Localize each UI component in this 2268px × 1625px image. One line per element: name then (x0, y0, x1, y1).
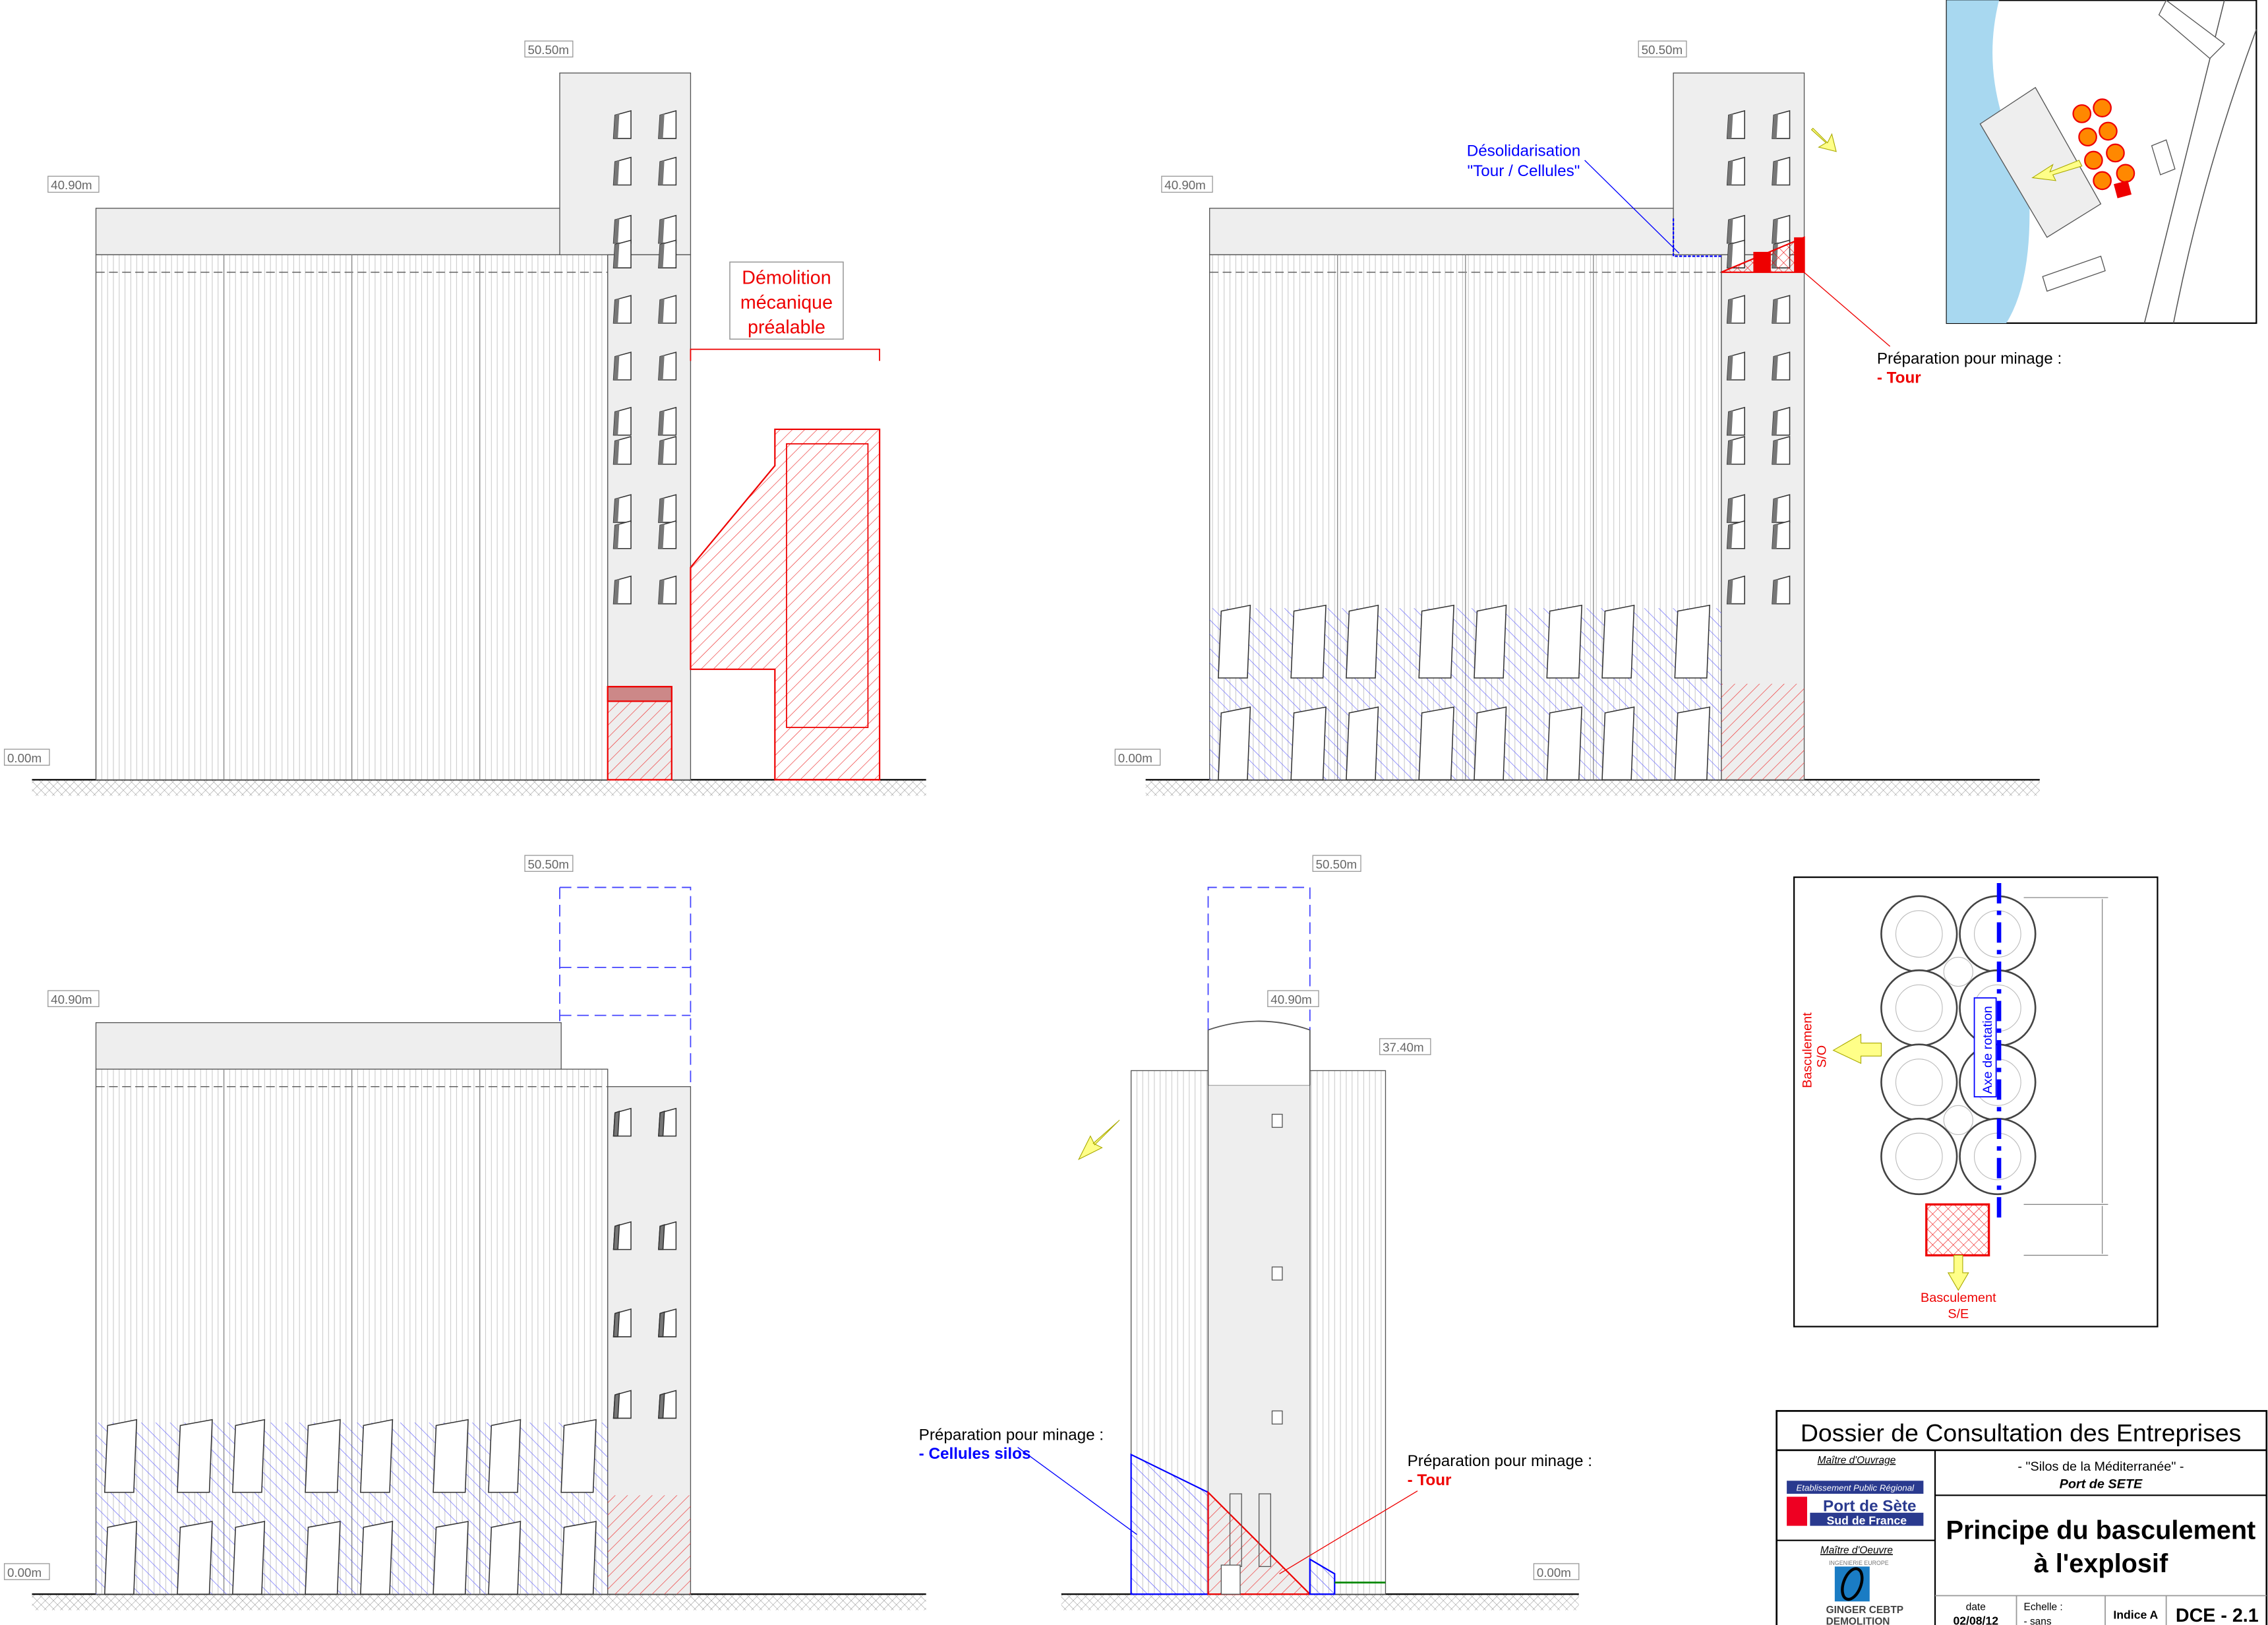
roof-gallery (95, 208, 609, 255)
desolidarisation-label: Désolidarisation (1467, 142, 1581, 160)
level-marker-roof: 40.90m (51, 178, 92, 192)
tilt-arrow-icon (1810, 127, 1837, 152)
tilt-so-label: S/O (1815, 1045, 1830, 1068)
revision-index: Indice A (2113, 1609, 2158, 1622)
level-marker-ground: 0.00m (1118, 751, 1152, 765)
level-marker-top: 50.50m (527, 857, 569, 871)
prep-cells-label: Préparation pour minage : (919, 1426, 1104, 1444)
elevation-2-preparation: Désolidarisation "Tour / Cellules" Prépa… (1114, 40, 2062, 796)
demolition-zone-conveyor (690, 428, 881, 781)
scale-label: Echelle : (2024, 1602, 2063, 1613)
level-marker-roof: 40.90m (1270, 993, 1311, 1006)
drawing-title: Principe du basculement (1946, 1516, 2256, 1545)
prep-tower-label: Préparation pour minage : (1408, 1452, 1592, 1470)
port-de-sete-logo: Etablissement Public Régional Port de Sè… (1787, 1481, 1924, 1527)
site-map-inset (1946, 0, 2257, 324)
demolition-label-line: Démolition (742, 267, 831, 288)
plan-view-inset: Axe de rotation Basculement S/O Basculem… (1793, 876, 2159, 1328)
svg-text:Port de Sète: Port de Sète (1823, 1498, 1917, 1516)
svg-text:Sud de France: Sud de France (1827, 1514, 1907, 1527)
removed-tower-outline (559, 886, 692, 1087)
title-block: Dossier de Consultation des Entreprises … (1776, 1410, 2268, 1625)
tilt-se-label: Basculement (1921, 1291, 1996, 1305)
demolition-label-box (729, 261, 844, 340)
project-location: Port de SETE (2060, 1477, 2143, 1491)
arrow-down-icon (1947, 1254, 1969, 1291)
elevation-4-side-view: Préparation pour minage : - Cellules sil… (919, 855, 1592, 1610)
ground-hatch (32, 780, 926, 796)
level-marker-top: 50.50m (527, 43, 569, 57)
demolition-label-line: préalable (748, 317, 825, 338)
dimension-lines (2023, 897, 2108, 1256)
elevation-1-preliminary-demolition: Démolition mécanique préalable 50.50m 40… (3, 40, 926, 796)
prep-tower-item: - Tour (1877, 369, 1921, 386)
cells-mining-zone (1209, 608, 1721, 780)
title-block-header: Dossier de Consultation des Entreprises (1801, 1419, 2242, 1447)
date-value: 02/08/12 (1953, 1614, 1998, 1625)
level-marker-ground: 0.00m (1537, 1566, 1571, 1579)
svg-text:Etablissement Public Régional: Etablissement Public Régional (1796, 1483, 1915, 1493)
project-name: - "Silos de la Méditerranée" - (2017, 1459, 2184, 1474)
moe-logo-line: DEMOLITION (1826, 1616, 1890, 1625)
level-marker-top: 50.50m (1316, 857, 1358, 871)
water-area (1946, 0, 2030, 323)
prep-tower-item: - Tour (1408, 1471, 1452, 1489)
moe-logo-line: GINGER CEBTP (1826, 1605, 1903, 1616)
date-label: date (1966, 1602, 1986, 1613)
level-marker-roof: 40.90m (1164, 178, 1206, 192)
maitre-oeuvre-label: Maître d'Oeuvre (1820, 1545, 1893, 1556)
tilt-arrow-icon (2031, 160, 2083, 181)
level-marker-roof: 40.90m (51, 993, 92, 1006)
level-marker-side-roof: 37.40m (1383, 1041, 1424, 1055)
tower-mining-zone-plan (1925, 1203, 1990, 1257)
tilt-so-label: Basculement (1801, 1012, 1815, 1088)
tilt-se-label: S/E (1948, 1306, 1969, 1321)
silo-cells-plan (2072, 98, 2135, 191)
drawing-number: DCE - 2.1 (2176, 1605, 2259, 1625)
level-marker-top: 50.50m (1642, 43, 1683, 57)
rotation-axis-label: Axe de rotation (1981, 1006, 1995, 1093)
svg-text:INGENIERIE EUROPE: INGENIERIE EUROPE (1829, 1560, 1889, 1566)
scale-value: - sans (2024, 1616, 2052, 1625)
level-marker-ground: 0.00m (7, 751, 42, 765)
tilt-arrow-icon (1077, 1119, 1120, 1161)
prep-cells-item: - Cellules silos (919, 1445, 1031, 1463)
tower-mining-zone (1721, 683, 1805, 780)
desolidarisation-label: "Tour / Cellules" (1468, 162, 1580, 180)
elevation-3-after-tower: 50.50m 40.90m 0.00m (3, 855, 926, 1610)
drawing-title: à l'explosif (2034, 1549, 2168, 1578)
ginger-cebtp-logo: INGENIERIE EUROPE GINGER CEBTP DEMOLITIO… (1826, 1560, 1903, 1625)
level-marker-ground: 0.00m (7, 1566, 42, 1579)
demolition-label-line: mécanique (740, 292, 833, 313)
maitre-ouvrage-label: Maître d'Ouvrage (1818, 1455, 1896, 1466)
prep-tower-label: Préparation pour minage : (1877, 350, 2062, 368)
arrow-left-icon (1832, 1033, 1882, 1064)
